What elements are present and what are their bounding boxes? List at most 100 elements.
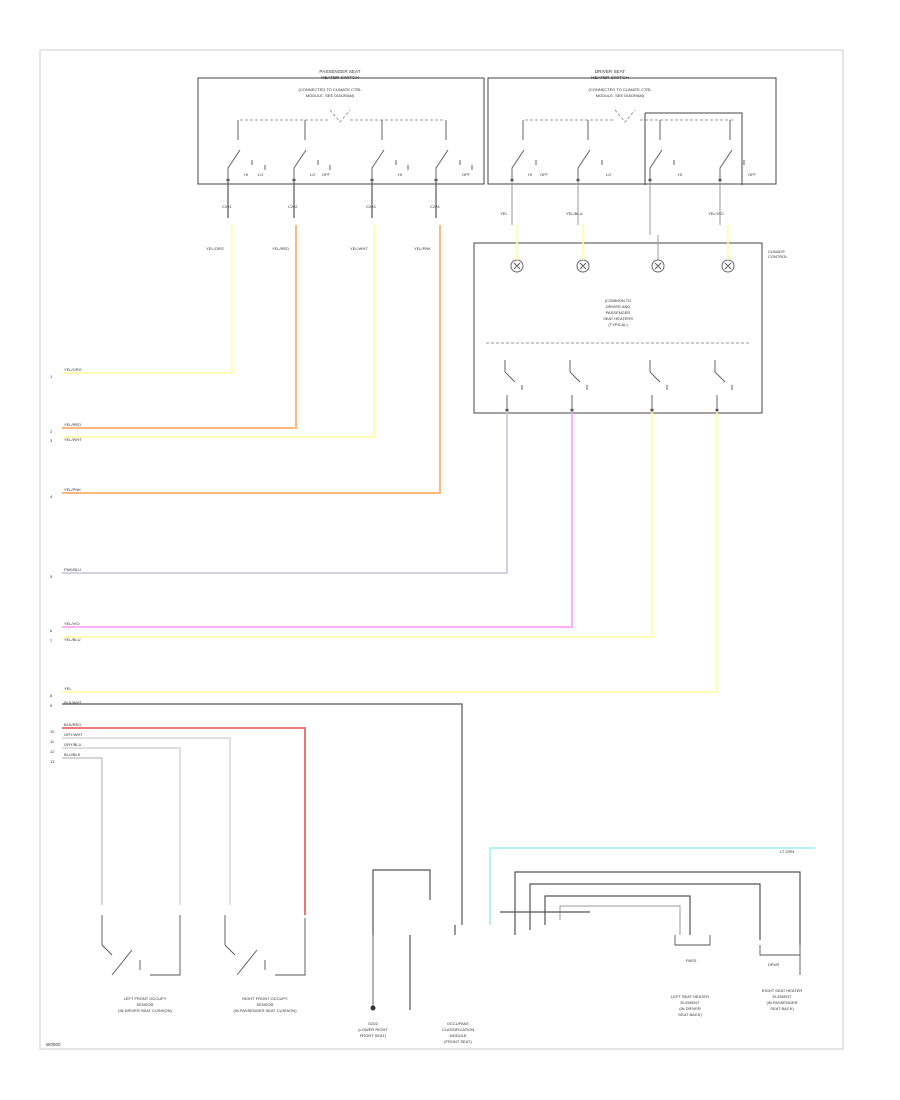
drv-pos-off-2: OFF bbox=[748, 172, 757, 177]
heater-label-drvr: DRVR bbox=[768, 962, 779, 967]
wire-label-left-2: YEL/RED bbox=[64, 422, 81, 427]
wire-label-left-6: YEL/VIO bbox=[64, 621, 80, 626]
connector-c202: C202 bbox=[288, 204, 298, 209]
lh-heater-label-1: LEFT SEAT HEATER bbox=[671, 994, 709, 999]
left-front-occupy-sensor: LEFT FRONT OCCUPY SENSOR (IN DRIVER SEAT… bbox=[101, 915, 181, 1013]
rh-heater-label-1: RIGHT SEAT HEATER bbox=[762, 988, 803, 993]
pin-2: 2 bbox=[50, 429, 53, 434]
ground-label-3: FRONT SEAT) bbox=[360, 1033, 387, 1038]
pass-pos-off-2: OFF bbox=[462, 172, 471, 177]
drv-pos-off: OFF bbox=[540, 172, 549, 177]
connector-c201: C201 bbox=[222, 204, 232, 209]
wire-label-left-5: PNK/BLU bbox=[64, 567, 81, 572]
driver-switch-title-1: DRIVER SEAT bbox=[595, 69, 625, 74]
driver-switch-note-2: MODULE, SEE DIAGRAM) bbox=[596, 93, 645, 98]
pin-1: 1 bbox=[50, 374, 53, 379]
passenger-switch-title-1: PASSENGER SEAT bbox=[319, 69, 360, 74]
rf-sensor-label-1: RIGHT FRONT OCCUPY bbox=[242, 996, 288, 1001]
pass-pos-lo: LO bbox=[258, 172, 263, 177]
passenger-seat-heater-switch: PASSENGER SEAT HEATER SWITCH (CONNECTED … bbox=[197, 69, 485, 185]
pin-11: 11 bbox=[50, 739, 55, 744]
passenger-switch-note-1: (CONNECTED TO CLIMATE CTRL bbox=[299, 87, 363, 92]
pin-3: 3 bbox=[50, 438, 53, 443]
pin-13: 13 bbox=[50, 759, 55, 764]
occupant-label-2: CLASSIFICATION bbox=[442, 1027, 475, 1032]
footer-code: W0000 bbox=[46, 1042, 61, 1047]
wire-label-left-8: YEL bbox=[64, 686, 72, 691]
climate-inner-2: DRIVER AND bbox=[606, 304, 631, 309]
passenger-switch-note-2: MODULE, SEE DIAGRAM) bbox=[306, 93, 355, 98]
climate-inner-3: PASSENGER bbox=[606, 310, 631, 315]
wire-label-left-11: GRY/WHT bbox=[64, 732, 83, 737]
right-front-occupy-sensor: RIGHT FRONT OCCUPY SENSOR (IN PASSENGER … bbox=[224, 915, 306, 1013]
wire-label-left-10: BLK/RED bbox=[64, 722, 81, 727]
climate-control-module: CLIMATE CONTROL (COMMON TO DRIVER AND PA… bbox=[473, 242, 788, 414]
lh-heater-label-3: (IN DRIVER bbox=[679, 1006, 701, 1011]
rh-heater-label-2: ELEMENT bbox=[773, 994, 792, 999]
heater-label-pass: PASS bbox=[686, 958, 697, 963]
diagram-frame bbox=[39, 49, 844, 1050]
ground-label-2: (LOWER RIGHT bbox=[358, 1027, 388, 1032]
pass-wire-label-4: YEL/PNK bbox=[414, 246, 431, 251]
wire-label-left-7: YEL/BLU bbox=[64, 637, 81, 642]
rf-sensor-label-2: SENSOR bbox=[257, 1002, 274, 1007]
seat-heater-harness bbox=[500, 871, 801, 945]
pass-pos-off: OFF bbox=[322, 172, 331, 177]
connector-c203: C203 bbox=[366, 204, 376, 209]
passenger-switch-title-2: HEATER SWITCH bbox=[321, 75, 359, 80]
pin-10: 10 bbox=[50, 729, 55, 734]
pin-6: 6 bbox=[50, 628, 53, 633]
pass-wire-label-3: YEL/WHT bbox=[350, 246, 368, 251]
pin-5: 5 bbox=[50, 574, 53, 579]
occupant-label-3: MODULE bbox=[449, 1033, 466, 1038]
lh-heater-label-4: SEAT BACK) bbox=[678, 1012, 702, 1017]
drv-wire-label-3: YEL/VIO bbox=[708, 211, 724, 216]
pin-8: 8 bbox=[50, 693, 53, 698]
ground-point: G202 (LOWER RIGHT FRONT SEAT) bbox=[358, 869, 431, 1038]
drv-wire-label-1: YEL bbox=[500, 211, 508, 216]
rh-heater-label-3: (IN PASSENGER bbox=[766, 1000, 797, 1005]
occupant-label-1: OCCUPANT bbox=[447, 1021, 470, 1026]
lh-heater-label-2: ELEMENT bbox=[681, 1000, 700, 1005]
wire-label-left-12: GRY/BLU bbox=[64, 742, 82, 747]
pin-4: 4 bbox=[50, 494, 53, 499]
pin-7: 7 bbox=[50, 638, 53, 643]
drv-wire-label-2: YEL/BLU bbox=[566, 211, 583, 216]
pass-pos-hi: HI bbox=[244, 172, 248, 177]
pass-pos-hi-2: HI bbox=[398, 172, 402, 177]
drv-pos-hi-2: HI bbox=[678, 172, 682, 177]
occupant-classification-module: OCCUPANT CLASSIFICATION MODULE (FRONT SE… bbox=[409, 925, 475, 1044]
driver-switch-title-2: HEATER SWITCH bbox=[591, 75, 629, 80]
wire-label-left-4: YEL/PNK bbox=[64, 487, 81, 492]
lf-sensor-label-1: LEFT FRONT OCCUPY bbox=[124, 996, 167, 1001]
wire-label-left-9: BLK/WHT bbox=[64, 700, 82, 705]
climate-side-label-1: CLIMATE bbox=[768, 249, 785, 254]
driver-switch-note-1: (CONNECTED TO CLIMATE CTRL bbox=[589, 87, 653, 92]
wire-label-left-1: YEL/ORG bbox=[64, 367, 82, 372]
climate-inner-5: (TYPICAL) bbox=[608, 322, 628, 327]
driver-seat-heater-switch: DRIVER SEAT HEATER SWITCH (CONNECTED TO … bbox=[487, 69, 777, 185]
occupant-label-4: (FRONT SEAT) bbox=[444, 1039, 472, 1044]
connector-c204: C204 bbox=[430, 204, 440, 209]
wire-label-ltgrn: LT GRN bbox=[780, 849, 794, 854]
pass-wire-label-1: YEL/ORG bbox=[206, 246, 224, 251]
pass-pos-lo-2: LO bbox=[310, 172, 315, 177]
lf-sensor-label-2: SENSOR bbox=[137, 1002, 154, 1007]
pin-9: 9 bbox=[50, 703, 53, 708]
climate-inner-4: SEAT HEATERS bbox=[603, 316, 633, 321]
climate-side-label-2: CONTROL bbox=[768, 254, 788, 259]
drv-pos-hi: HI bbox=[528, 172, 532, 177]
drv-pos-lo: LO bbox=[606, 172, 611, 177]
wire-label-left-3: YEL/WHT bbox=[64, 437, 82, 442]
right-seat-heater-element: DRVR RIGHT SEAT HEATER ELEMENT (IN PASSE… bbox=[759, 945, 803, 1011]
lf-sensor-label-3: (IN DRIVER SEAT CUSHION) bbox=[118, 1008, 172, 1013]
pass-wire-label-2: YEL/RED bbox=[272, 246, 289, 251]
left-seat-heater-element: PASS LEFT SEAT HEATER ELEMENT (IN DRIVER… bbox=[671, 935, 711, 1017]
pin-12: 12 bbox=[50, 749, 55, 754]
ground-label-1: G202 bbox=[368, 1021, 379, 1026]
wire-label-left-13: BLU/BLK bbox=[64, 752, 81, 757]
rh-heater-label-4: SEAT BACK) bbox=[770, 1006, 794, 1011]
climate-inner-1: (COMMON TO bbox=[605, 298, 632, 303]
rf-sensor-label-3: (IN PASSENGER SEAT CUSHION) bbox=[233, 1008, 297, 1013]
